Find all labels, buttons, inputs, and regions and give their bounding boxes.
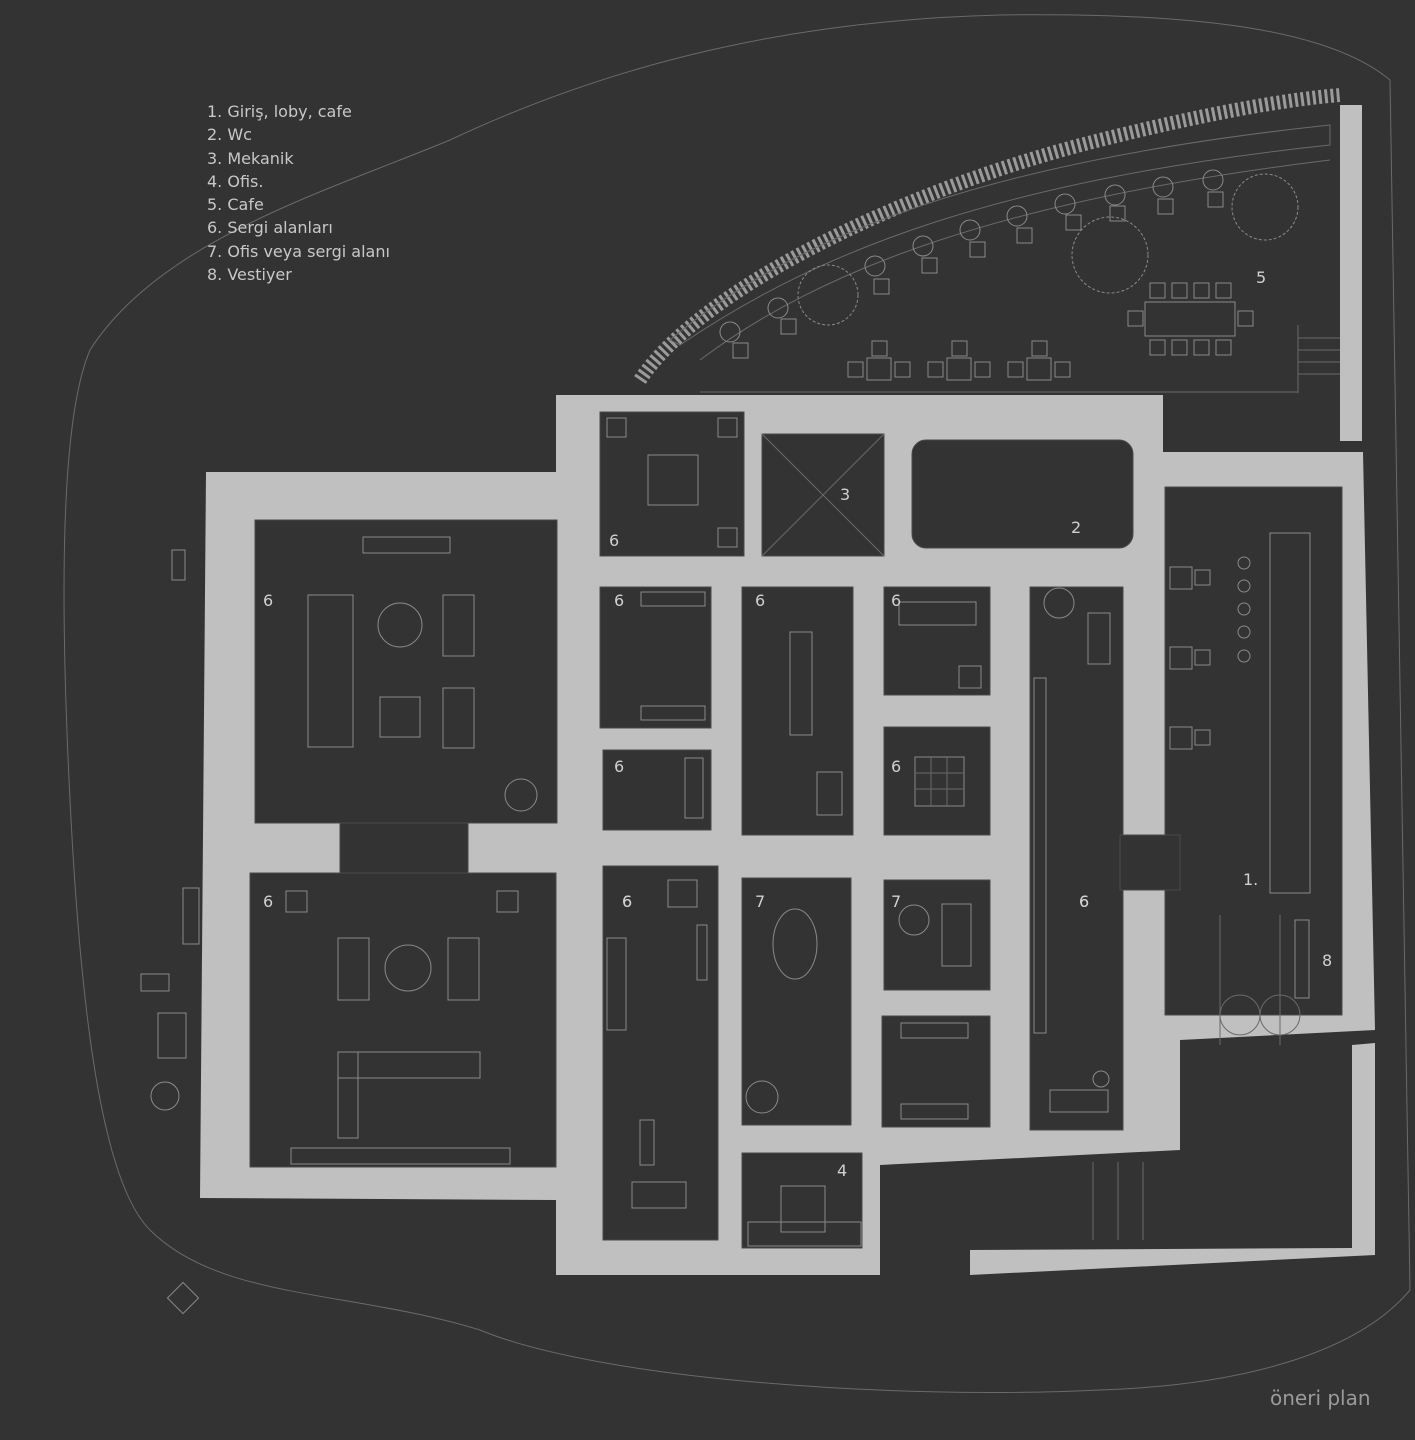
room-label: 8 [1322,951,1332,970]
terrace-cafe-furniture [700,169,1340,393]
room-label: 6 [1079,892,1089,911]
legend-item: 2. Wc [207,125,252,145]
room-label: 6 [891,757,901,776]
room-label: 6 [609,531,619,550]
legend: 1. Giriş, loby, cafe 2. Wc 3. Mekanik 4.… [207,100,390,286]
room-label: 2 [1071,518,1081,537]
room-label: 6 [614,757,624,776]
room-label: 6 [622,892,632,911]
legend-item: 4. Ofis. [207,171,264,191]
room-label: 6 [263,591,273,610]
terrace-wall [1340,105,1362,441]
site-boundary [63,14,1411,1393]
room-label: 5 [1256,268,1266,287]
room-label: 6 [891,591,901,610]
room-label: 6 [622,892,632,911]
plan-caption: öneri plan [1270,1386,1371,1410]
room-label: 6 [614,591,624,610]
legend-item: 6. Sergi alanları [207,218,333,238]
legend-item: 3. Mekanik [207,148,294,168]
courtyard-wall [970,1043,1375,1275]
legend-item: 5. Cafe [207,195,264,215]
room-label: 1. [1243,870,1258,889]
legend-item: 1. Giriş, loby, cafe [207,102,352,121]
legend-item: 8. Vestiyer [207,265,292,285]
room-labels: 6 6 6 3 2 6 6 6 6 6 6 6 6 7 7 6 4 1. 8 5 [263,268,1332,1180]
furniture [140,417,1311,1315]
hedge [634,88,1341,384]
room-label: 4 [837,1161,847,1180]
room-label: 6 [755,591,765,610]
room-label: 6 [263,892,273,911]
room-label: 6 [1079,892,1089,911]
legend-item: 7. Ofis veya sergi alanı [207,241,390,261]
rooms [249,411,1343,1249]
room-label: 3 [840,485,850,504]
room-label: 7 [755,892,765,911]
room-label: 7 [891,892,901,911]
